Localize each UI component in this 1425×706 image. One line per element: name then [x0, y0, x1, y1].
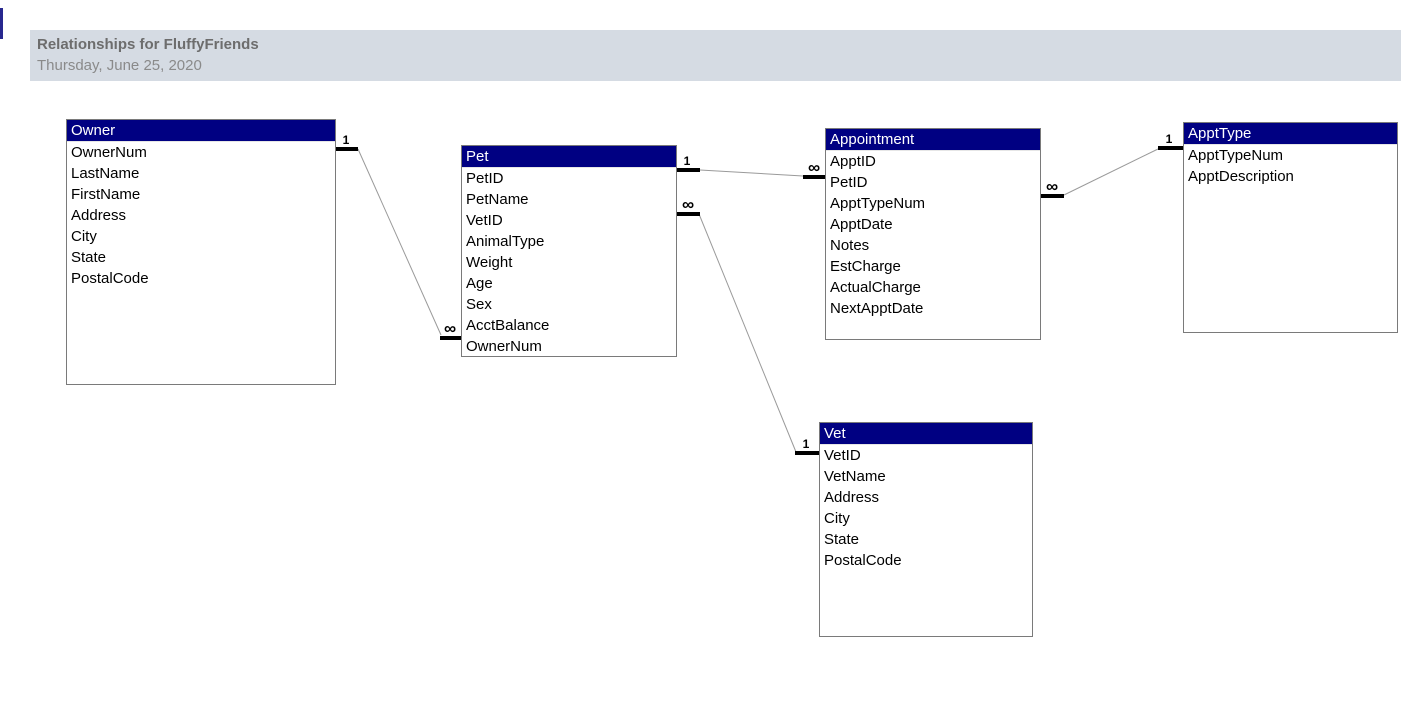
report-date: Thursday, June 25, 2020 — [37, 57, 202, 74]
field-row[interactable]: ApptTypeNum — [830, 195, 926, 212]
field-row[interactable]: Age — [466, 275, 493, 292]
field-row[interactable]: State — [824, 531, 860, 548]
cardinality-one-label-pet: 1 — [684, 154, 691, 168]
field-row[interactable]: NextApptDate — [830, 300, 924, 317]
field-row[interactable]: EstCharge — [830, 258, 901, 275]
cardinality-one-label-appttype: 1 — [1166, 132, 1173, 146]
cardinality-many-label-pet-vetid: ∞ — [682, 195, 694, 214]
field-row[interactable]: PostalCode — [71, 270, 149, 287]
field-row[interactable]: Sex — [466, 296, 492, 313]
cardinality-many-label-pet-ownernum: ∞ — [444, 319, 456, 338]
field-row[interactable]: VetName — [824, 468, 886, 485]
cardinality-one-label-owner: 1 — [343, 133, 350, 147]
entity-title-appttype[interactable]: ApptType — [1184, 123, 1397, 145]
relationship-line-pet-appointment[interactable] — [699, 169, 804, 177]
entity-title-owner[interactable]: Owner — [67, 120, 335, 142]
field-row[interactable]: FirstName — [71, 186, 141, 203]
window-edge-accent — [0, 8, 3, 39]
relationship-appttype-appointment: ∞ 1 — [1041, 132, 1183, 198]
field-row[interactable]: AnimalType — [466, 233, 545, 250]
relationship-pet-vet: ∞ 1 — [677, 195, 819, 455]
field-row[interactable]: PetID — [466, 170, 504, 187]
entity-title-pet[interactable]: Pet — [462, 146, 676, 168]
cardinality-one-label-vet: 1 — [803, 437, 810, 451]
entity-title-appointment[interactable]: Appointment — [826, 129, 1040, 151]
field-row[interactable]: PetID — [830, 174, 868, 191]
report-title: Relationships for FluffyFriends — [37, 36, 259, 53]
field-row[interactable]: City — [824, 510, 850, 527]
field-row[interactable]: PetName — [466, 191, 529, 208]
entity-title-vet[interactable]: Vet — [820, 423, 1032, 445]
field-row[interactable]: Weight — [466, 254, 513, 271]
report-header: Relationships for FluffyFriends Thursday… — [30, 30, 1401, 81]
relationship-line-pet-vet[interactable] — [698, 213, 797, 453]
field-row[interactable]: City — [71, 228, 97, 245]
field-row[interactable]: ApptID — [830, 153, 876, 170]
field-row[interactable]: ApptDate — [830, 216, 893, 233]
field-row[interactable]: Notes — [830, 237, 870, 254]
field-row[interactable]: Address — [824, 489, 880, 506]
field-row[interactable]: LastName — [71, 165, 140, 182]
cardinality-many-label-appointment-petid: ∞ — [808, 158, 820, 177]
relationship-line-appttype-appointment[interactable] — [1063, 148, 1159, 196]
field-row[interactable]: ActualCharge — [830, 279, 921, 296]
field-row[interactable]: ApptDescription — [1188, 168, 1294, 185]
field-row[interactable]: OwnerNum — [71, 144, 147, 161]
field-row[interactable]: ApptTypeNum — [1188, 147, 1284, 164]
relationship-owner-pet: 1 ∞ — [336, 133, 461, 340]
field-row[interactable]: Address — [71, 207, 127, 224]
field-row[interactable]: PostalCode — [824, 552, 902, 569]
field-row[interactable]: State — [71, 249, 107, 266]
field-row[interactable]: VetID — [466, 212, 503, 229]
field-row[interactable]: VetID — [824, 447, 861, 464]
relationship-pet-appointment: 1 ∞ — [677, 154, 825, 179]
cardinality-many-label-appointment-appttypenum: ∞ — [1046, 177, 1058, 196]
field-row[interactable]: AcctBalance — [466, 317, 550, 334]
field-row[interactable]: OwnerNum — [466, 338, 542, 355]
relationship-line-owner-pet[interactable] — [357, 148, 442, 336]
